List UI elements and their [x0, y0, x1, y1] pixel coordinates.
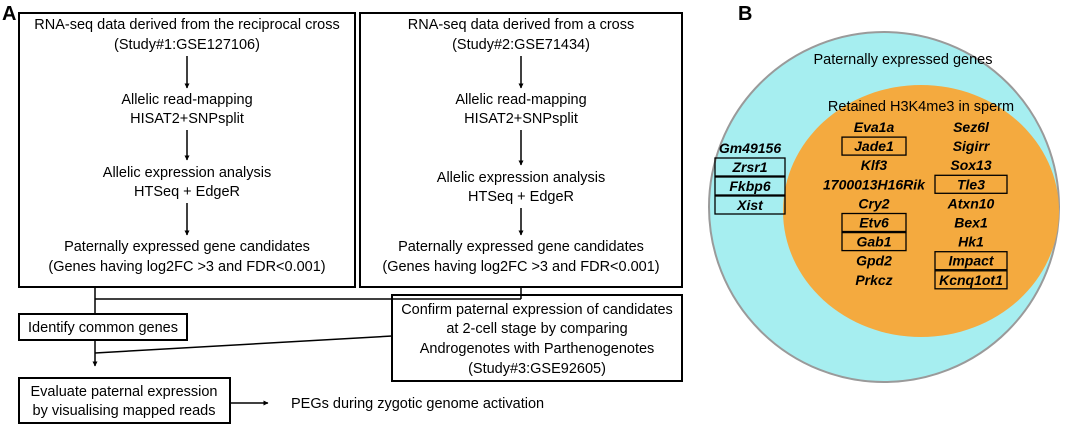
study2-candidates-criteria: (Genes having log2FC >3 and FDR<0.001) [382, 259, 659, 275]
gene-name: Hk1 [958, 234, 984, 250]
gene-name: Xist [736, 197, 764, 213]
gene-highlight-box [714, 195, 786, 215]
gene-name: Eva1a [854, 119, 895, 135]
inner-circle [783, 85, 1059, 337]
gene-highlight-box [934, 174, 1008, 194]
study1-mapping-title: Allelic read-mapping [121, 92, 252, 108]
gene-name: Sez6l [953, 119, 990, 135]
study1-title: RNA-seq data derived from the reciprocal… [34, 17, 339, 33]
gene-name: Prkcz [855, 272, 892, 288]
study2-title: RNA-seq data derived from a cross [408, 17, 634, 33]
gene-name: Atxn10 [947, 195, 995, 211]
study2-mapping-title: Allelic read-mapping [455, 92, 586, 108]
study2-analysis-tools: HTSeq + EdgeR [468, 189, 574, 205]
gene-name: Kcnq1ot1 [939, 272, 1003, 288]
evaluate-line1: Evaluate paternal expression [30, 384, 217, 400]
study1-candidates-title: Paternally expressed gene candidates [64, 239, 310, 255]
gene-name: Cry2 [858, 195, 889, 211]
gene-name: Gm49156 [719, 140, 781, 156]
study2-box: RNA-seq data derived from a cross (Study… [359, 12, 683, 288]
study1-candidates-criteria: (Genes having log2FC >3 and FDR<0.001) [48, 259, 325, 275]
result-text: PEGs during zygotic genome activation [291, 396, 544, 412]
connector-confirm [94, 335, 393, 354]
identify-text: Identify common genes [28, 320, 178, 336]
confirm-line1: Confirm paternal expression of candidate… [401, 302, 673, 318]
identify-box [18, 313, 188, 341]
confirm-line3: Androgenotes with Parthenogenotes [420, 341, 655, 357]
confirm-line2: at 2-cell stage by comparing [446, 321, 627, 337]
gene-name: Gab1 [856, 234, 891, 250]
gene-highlight-box [841, 212, 907, 233]
confirm-box [391, 294, 683, 382]
gene-name: Bex1 [954, 215, 988, 231]
gene-name: Zrsr1 [731, 159, 767, 175]
gene-highlight-box [714, 157, 786, 177]
gene-name: Klf3 [861, 157, 888, 173]
gene-highlight-box [934, 270, 1008, 290]
gene-name: Etv6 [859, 215, 889, 231]
study2-mapping-tools: HISAT2+SNPsplit [464, 111, 578, 127]
study2-analysis-title: Allelic expression analysis [437, 170, 605, 186]
inner-right-gene-list: Sez6lSigirrSox13Tle3Atxn10Bex1Hk1ImpactK… [934, 119, 1008, 290]
gene-highlight-box [841, 136, 907, 156]
gene-highlight-box [714, 176, 786, 196]
study1-id: (Study#1:GSE127106) [114, 37, 260, 53]
gene-name: Impact [948, 253, 994, 269]
gene-highlight-box [934, 251, 1008, 271]
gene-name: 1700013H16Rik [823, 176, 926, 192]
gene-name: Tle3 [957, 176, 985, 192]
study2-candidates-title: Paternally expressed gene candidates [398, 239, 644, 255]
panel-b-label: B [738, 3, 752, 25]
study1-frame [18, 12, 356, 288]
gene-name: Jade1 [854, 138, 894, 154]
evaluate-box [18, 377, 231, 424]
evaluate-line2: by visualising mapped reads [33, 403, 216, 419]
study1-box: RNA-seq data derived from the reciprocal… [18, 12, 356, 288]
gene-name: Sigirr [953, 138, 991, 154]
inner-circle-label: Retained H3K4me3 in sperm [828, 99, 1014, 115]
study1-mapping-tools: HISAT2+SNPsplit [130, 111, 244, 127]
study2-id: (Study#2:GSE71434) [452, 37, 590, 53]
outer-circle-label: Paternally expressed genes [814, 52, 993, 68]
study1-analysis-title: Allelic expression analysis [103, 165, 271, 181]
gene-name: Sox13 [950, 157, 991, 173]
confirm-line4: (Study#3:GSE92605) [468, 361, 606, 377]
panel-a-label: A [2, 3, 16, 25]
gene-highlight-box [841, 231, 907, 252]
gene-name: Fkbp6 [729, 178, 770, 194]
gene-name: Gpd2 [856, 253, 892, 269]
study1-analysis-tools: HTSeq + EdgeR [134, 184, 240, 200]
